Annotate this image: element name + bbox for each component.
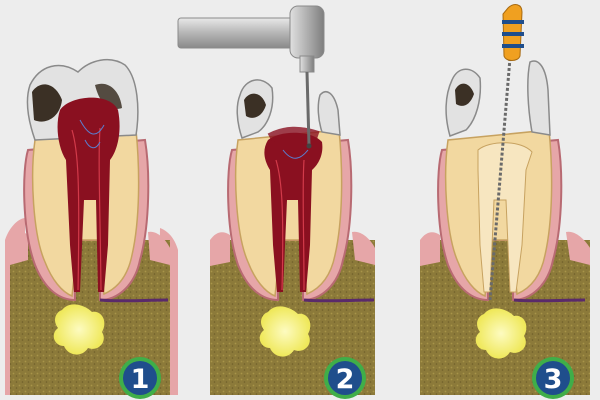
step-badge-3: 3 (532, 357, 574, 399)
tooth (23, 58, 150, 302)
svg-text:1: 1 (131, 364, 150, 395)
step-badge-2: 2 (324, 357, 366, 399)
abscess (475, 308, 527, 359)
step-badge-1: 1 (119, 357, 161, 399)
svg-text:2: 2 (336, 364, 355, 395)
svg-text:3: 3 (544, 364, 563, 395)
tooth (437, 60, 563, 302)
tooth (227, 79, 353, 302)
nerve-canal (513, 298, 586, 303)
abscess (259, 306, 311, 357)
step-panel-1: 1 (5, 58, 178, 399)
nerve-canal (99, 298, 169, 303)
step-panel-2: 2 (177, 5, 375, 399)
abscess (53, 304, 105, 355)
dental-drill-icon (177, 5, 325, 149)
nerve-canal (303, 298, 375, 303)
step-panel-3: 3 (420, 4, 590, 399)
endodontic-file-icon (488, 4, 524, 301)
